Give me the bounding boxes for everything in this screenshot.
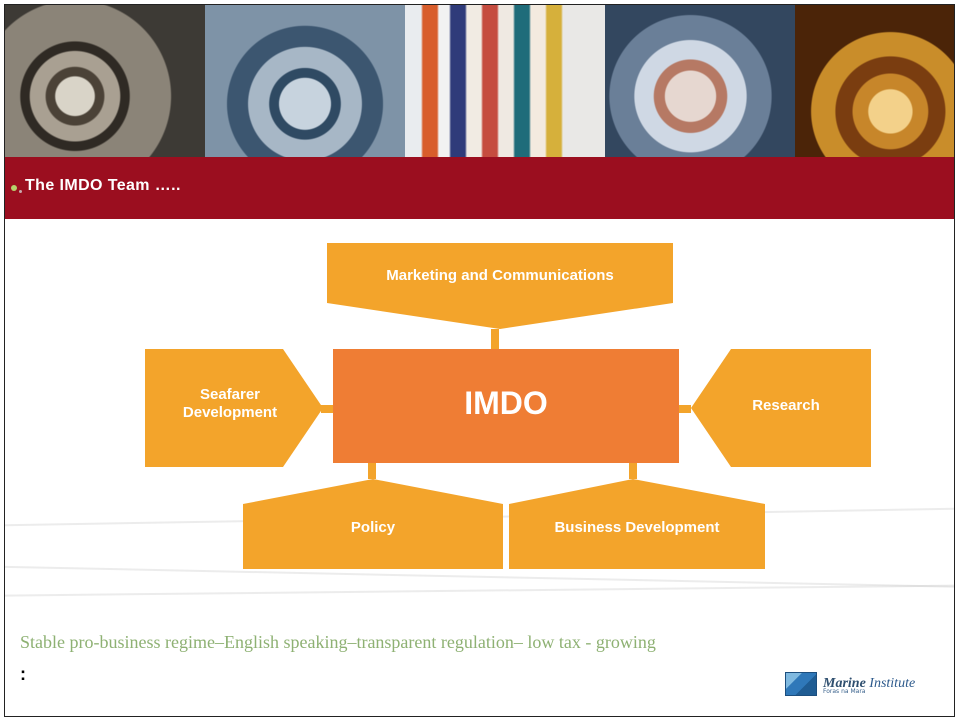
node-left-shape — [145, 349, 323, 467]
header-photo-strip — [5, 5, 954, 157]
reels-photo — [5, 5, 205, 157]
logo-text: Marine Institute — [823, 676, 915, 692]
node-bottom-left-label: Policy — [350, 519, 396, 536]
org-diagram-svg — [145, 243, 871, 569]
colon-text: : — [20, 664, 26, 684]
connector-bottom-right — [629, 463, 637, 479]
node-bottom-left-shape — [243, 479, 503, 569]
marine-institute-logo-icon — [785, 672, 817, 696]
compass-photo — [205, 5, 405, 157]
marine-institute-logo: Marine Institute Foras na Mara — [785, 670, 915, 698]
title-bullet-icon — [11, 185, 17, 191]
people-photo — [405, 5, 605, 157]
connector-top — [491, 329, 499, 349]
logo-text-a: Marine — [823, 676, 866, 691]
connector-left — [321, 405, 333, 413]
title-bar: The IMDO Team ….. — [5, 157, 954, 219]
title-dot-icon — [19, 190, 22, 193]
node-right-shape — [691, 349, 871, 467]
node-left-label: Seafarer Development — [182, 386, 278, 421]
node-top-label: Marketing and Communications — [386, 267, 614, 284]
org-diagram: Marketing and Communications Seafarer De… — [5, 219, 954, 599]
connector-right — [677, 405, 691, 413]
node-bottom-right-label: Business Development — [554, 519, 720, 536]
node-top-shape — [327, 243, 673, 329]
connector-bottom-left — [368, 463, 376, 479]
gold-photo — [795, 5, 954, 157]
node-center-shape — [333, 349, 679, 463]
slide-frame: The IMDO Team ….. Marketing and Commun — [4, 4, 955, 717]
logo-text-b: Institute — [869, 676, 916, 691]
slide-title: The IMDO Team ….. — [25, 177, 181, 194]
node-right-label: Research — [752, 397, 820, 414]
logo-tagline: Foras na Mara — [823, 688, 866, 695]
node-center-label: IMDO — [464, 385, 548, 421]
tagline-text: Stable pro-business regime–English speak… — [20, 632, 656, 652]
globe-photo — [605, 5, 795, 157]
node-bottom-right-shape — [509, 479, 765, 569]
